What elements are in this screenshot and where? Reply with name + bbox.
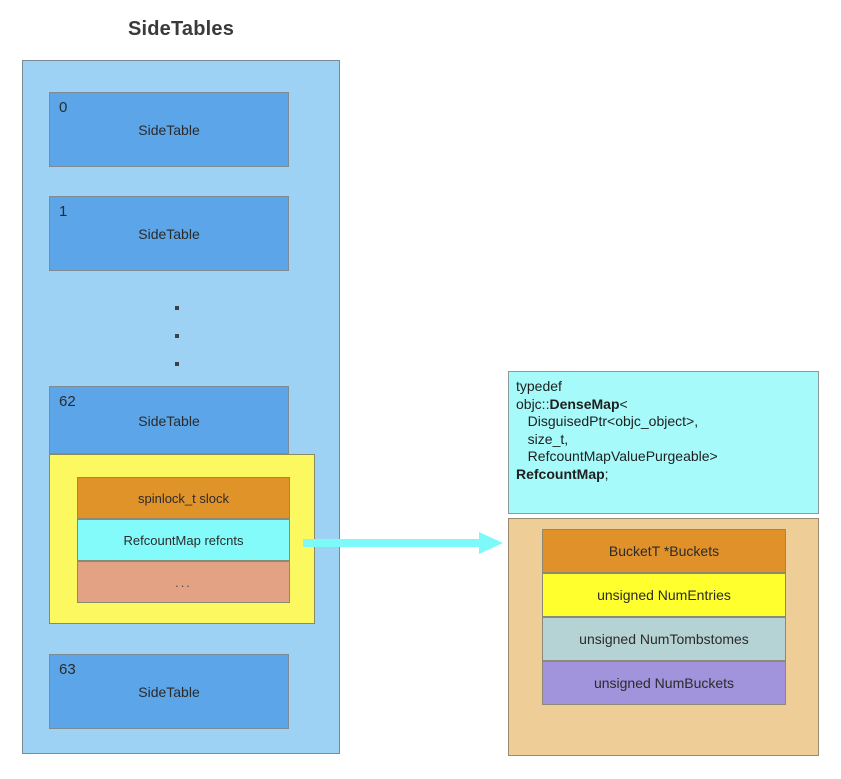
densemap-member-label: unsigned NumBuckets: [593, 675, 735, 691]
ellipsis-dot: [175, 306, 179, 310]
sidetable-row-index: 0: [59, 99, 68, 116]
sidetable-row-label: SideTable: [138, 684, 200, 700]
sidetable-row-index: 62: [59, 393, 76, 410]
densemap-member-numbuckets[interactable]: unsigned NumBuckets: [542, 661, 786, 705]
sidetable-row[interactable]: 63 SideTable: [49, 654, 289, 729]
typedef-line-6-name: RefcountMap: [516, 465, 605, 482]
expanded-sidetable-detail: spinlock_t slock RefcountMap refcnts ...: [49, 454, 315, 624]
typedef-line-4: size_t,: [516, 430, 569, 447]
densemap-member-numtombstomes[interactable]: unsigned NumTombstomes: [542, 617, 786, 661]
sidetable-row-index: 63: [59, 661, 76, 678]
vertical-ellipsis-icon: [175, 304, 183, 368]
typedef-line-1: typedef: [516, 378, 562, 394]
typedef-line-6-suffix: ;: [604, 465, 609, 482]
densemap-member-label: unsigned NumEntries: [597, 587, 731, 603]
densemap-member-numentries[interactable]: unsigned NumEntries: [542, 573, 786, 617]
sidetable-field-label: ...: [175, 574, 192, 590]
sidetable-field-slock[interactable]: spinlock_t slock: [77, 477, 290, 519]
sidetable-field-refcnts[interactable]: RefcountMap refcnts: [77, 519, 290, 561]
sidetable-row-label: SideTable: [138, 226, 200, 242]
typedef-line-3: DisguisedPtr<objc_object>,: [516, 413, 699, 429]
sidetable-field-more[interactable]: ...: [77, 561, 290, 603]
densemap-member-buckets[interactable]: BucketT *Buckets: [542, 529, 786, 573]
typedef-line-5: RefcountMapValuePurgeable>: [516, 448, 718, 464]
sidetable-row-label: SideTable: [138, 413, 200, 429]
densemap-members-container: BucketT *Buckets unsigned NumEntries uns…: [508, 518, 819, 756]
sidetable-row-label: SideTable: [138, 122, 200, 138]
sidetable-row[interactable]: 62 SideTable: [49, 386, 289, 454]
sidetables-container: 0 SideTable 1 SideTable 62 SideTable spi…: [22, 60, 340, 754]
sidetable-row[interactable]: 0 SideTable: [49, 92, 289, 167]
typedef-line-2-type: DenseMap: [549, 395, 620, 412]
sidetable-field-label: spinlock_t slock: [137, 490, 230, 506]
sidetable-row-index: 1: [59, 203, 68, 220]
sidetable-row[interactable]: 1 SideTable: [49, 196, 289, 271]
typedef-line-2-prefix: objc::: [516, 395, 550, 412]
ellipsis-dot: [175, 334, 179, 338]
densemap-typedef-code: typedef objc::DenseMap< DisguisedPtr<obj…: [508, 371, 819, 514]
refcounts-to-densemap-arrow: [303, 532, 503, 554]
page-title: SideTables: [127, 18, 235, 40]
densemap-panel: typedef objc::DenseMap< DisguisedPtr<obj…: [508, 371, 819, 756]
typedef-line-2-suffix: <: [619, 395, 628, 412]
densemap-member-label: unsigned NumTombstomes: [579, 631, 749, 647]
densemap-member-label: BucketT *Buckets: [608, 543, 720, 559]
sidetable-field-label: RefcountMap refcnts: [123, 532, 244, 548]
ellipsis-dot: [175, 362, 179, 366]
